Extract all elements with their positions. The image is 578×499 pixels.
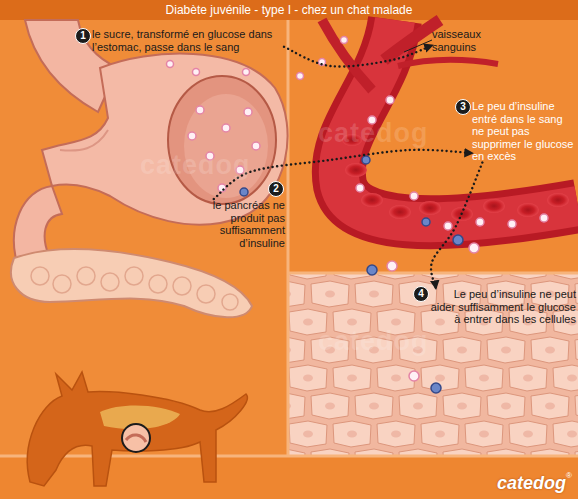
glucose: [540, 214, 548, 222]
stomach-interior: [168, 76, 276, 204]
glucose: [196, 106, 204, 114]
title-bar: [0, 0, 578, 20]
glucose: [193, 69, 200, 76]
red-blood-cell: [547, 193, 569, 207]
insulin: [422, 218, 430, 226]
lobule: [197, 285, 215, 303]
registered-mark: ®: [566, 471, 572, 480]
annotation-text: Le peu d’insuline ne peut aider suffisam…: [430, 288, 576, 326]
annotation-text: le pancréas ne produit pas suffisamment …: [196, 199, 285, 249]
panel-divider: [288, 272, 578, 275]
brand-logo: catedog: [497, 473, 566, 494]
red-blood-cell: [345, 163, 367, 177]
watermark: catedog: [318, 118, 429, 149]
annotation-box: le sucre, transformé en glucose dans l’e…: [92, 28, 284, 53]
panel-divider: [287, 20, 290, 455]
red-blood-cell: [361, 193, 383, 207]
lobule: [101, 273, 119, 291]
lobule: [53, 275, 71, 293]
glucose: [386, 96, 394, 104]
callout-number: 4: [413, 286, 429, 302]
left-panel: [0, 20, 287, 455]
glucose: [319, 59, 326, 66]
stomach-fold: [60, 130, 108, 151]
dotted-arrow: [214, 150, 472, 199]
red-blood-cell: [517, 203, 539, 217]
glucose: [167, 61, 174, 68]
glucose: [243, 69, 250, 76]
annotation-box: Le peu d’insuline ne peut aider suffisam…: [430, 288, 576, 326]
pancreas-lobules: [31, 267, 238, 310]
glucose: [244, 108, 252, 116]
glucose: [409, 371, 419, 381]
dotted-arrow: [431, 163, 482, 289]
annotation-text: Le peu d’insuline entré dans le sang ne …: [472, 100, 576, 163]
panel-divider: [0, 455, 578, 458]
glucose: [410, 192, 418, 200]
annotation-box: Le peu d’insuline entré dans le sang ne …: [472, 100, 576, 163]
glucose: [188, 132, 196, 140]
insulin: [431, 383, 441, 393]
dotted-arrow: [284, 46, 432, 67]
glucose: [297, 73, 304, 80]
lobule: [125, 267, 143, 285]
vessel-branch: [398, 60, 498, 66]
lobule: [31, 267, 49, 285]
annotation-box: le pancréas ne produit pas suffisamment …: [196, 199, 285, 249]
insulin: [453, 235, 463, 245]
lobule: [149, 275, 167, 293]
annotation-text: le sucre, transformé en glucose dans l’e…: [92, 28, 284, 53]
watermark: catedog: [140, 150, 251, 181]
vessel-branch: [384, 20, 440, 60]
glucose: [341, 37, 348, 44]
glucose: [218, 184, 226, 192]
stomach-lining: [184, 94, 268, 198]
glucose: [469, 243, 479, 253]
insulin: [240, 188, 248, 196]
callout-number: 1: [75, 28, 91, 44]
lobule: [222, 294, 238, 310]
insulin: [367, 265, 377, 275]
glucose: [356, 184, 364, 192]
part-label-box: vaisseaux sanguins: [432, 28, 508, 53]
diagram-title: Diabète juvénile - type I - chez un chat…: [0, 0, 578, 20]
vessel-panel: [289, 20, 578, 272]
insulin: [362, 156, 370, 164]
stomach: [42, 54, 288, 225]
pancreas: [11, 249, 252, 317]
lobule: [77, 267, 95, 285]
cell-tissue-panel: [289, 274, 578, 455]
red-blood-cell: [451, 207, 473, 221]
lobule: [173, 277, 191, 295]
leader-line: [404, 40, 432, 52]
magnifier-circle: [122, 424, 150, 452]
glucose: [222, 124, 230, 132]
glucose-molecules: [167, 37, 549, 382]
callout-number: 2: [268, 181, 284, 197]
watermark: catedog: [318, 326, 429, 357]
annotation-text: vaisseaux sanguins: [432, 28, 508, 53]
callout-number: 3: [455, 99, 471, 115]
glucose: [252, 142, 260, 150]
glucose: [476, 218, 484, 226]
glucose: [508, 220, 516, 228]
red-blood-cell: [389, 205, 411, 219]
insulin-molecules: [240, 156, 463, 393]
glucose: [444, 222, 452, 230]
red-blood-cell: [483, 199, 505, 213]
cat-silhouette: [27, 372, 247, 486]
glucose: [387, 261, 397, 271]
pancreas-marker: [126, 435, 146, 442]
vessel-branch: [322, 20, 372, 90]
red-blood-cell: [419, 201, 441, 215]
